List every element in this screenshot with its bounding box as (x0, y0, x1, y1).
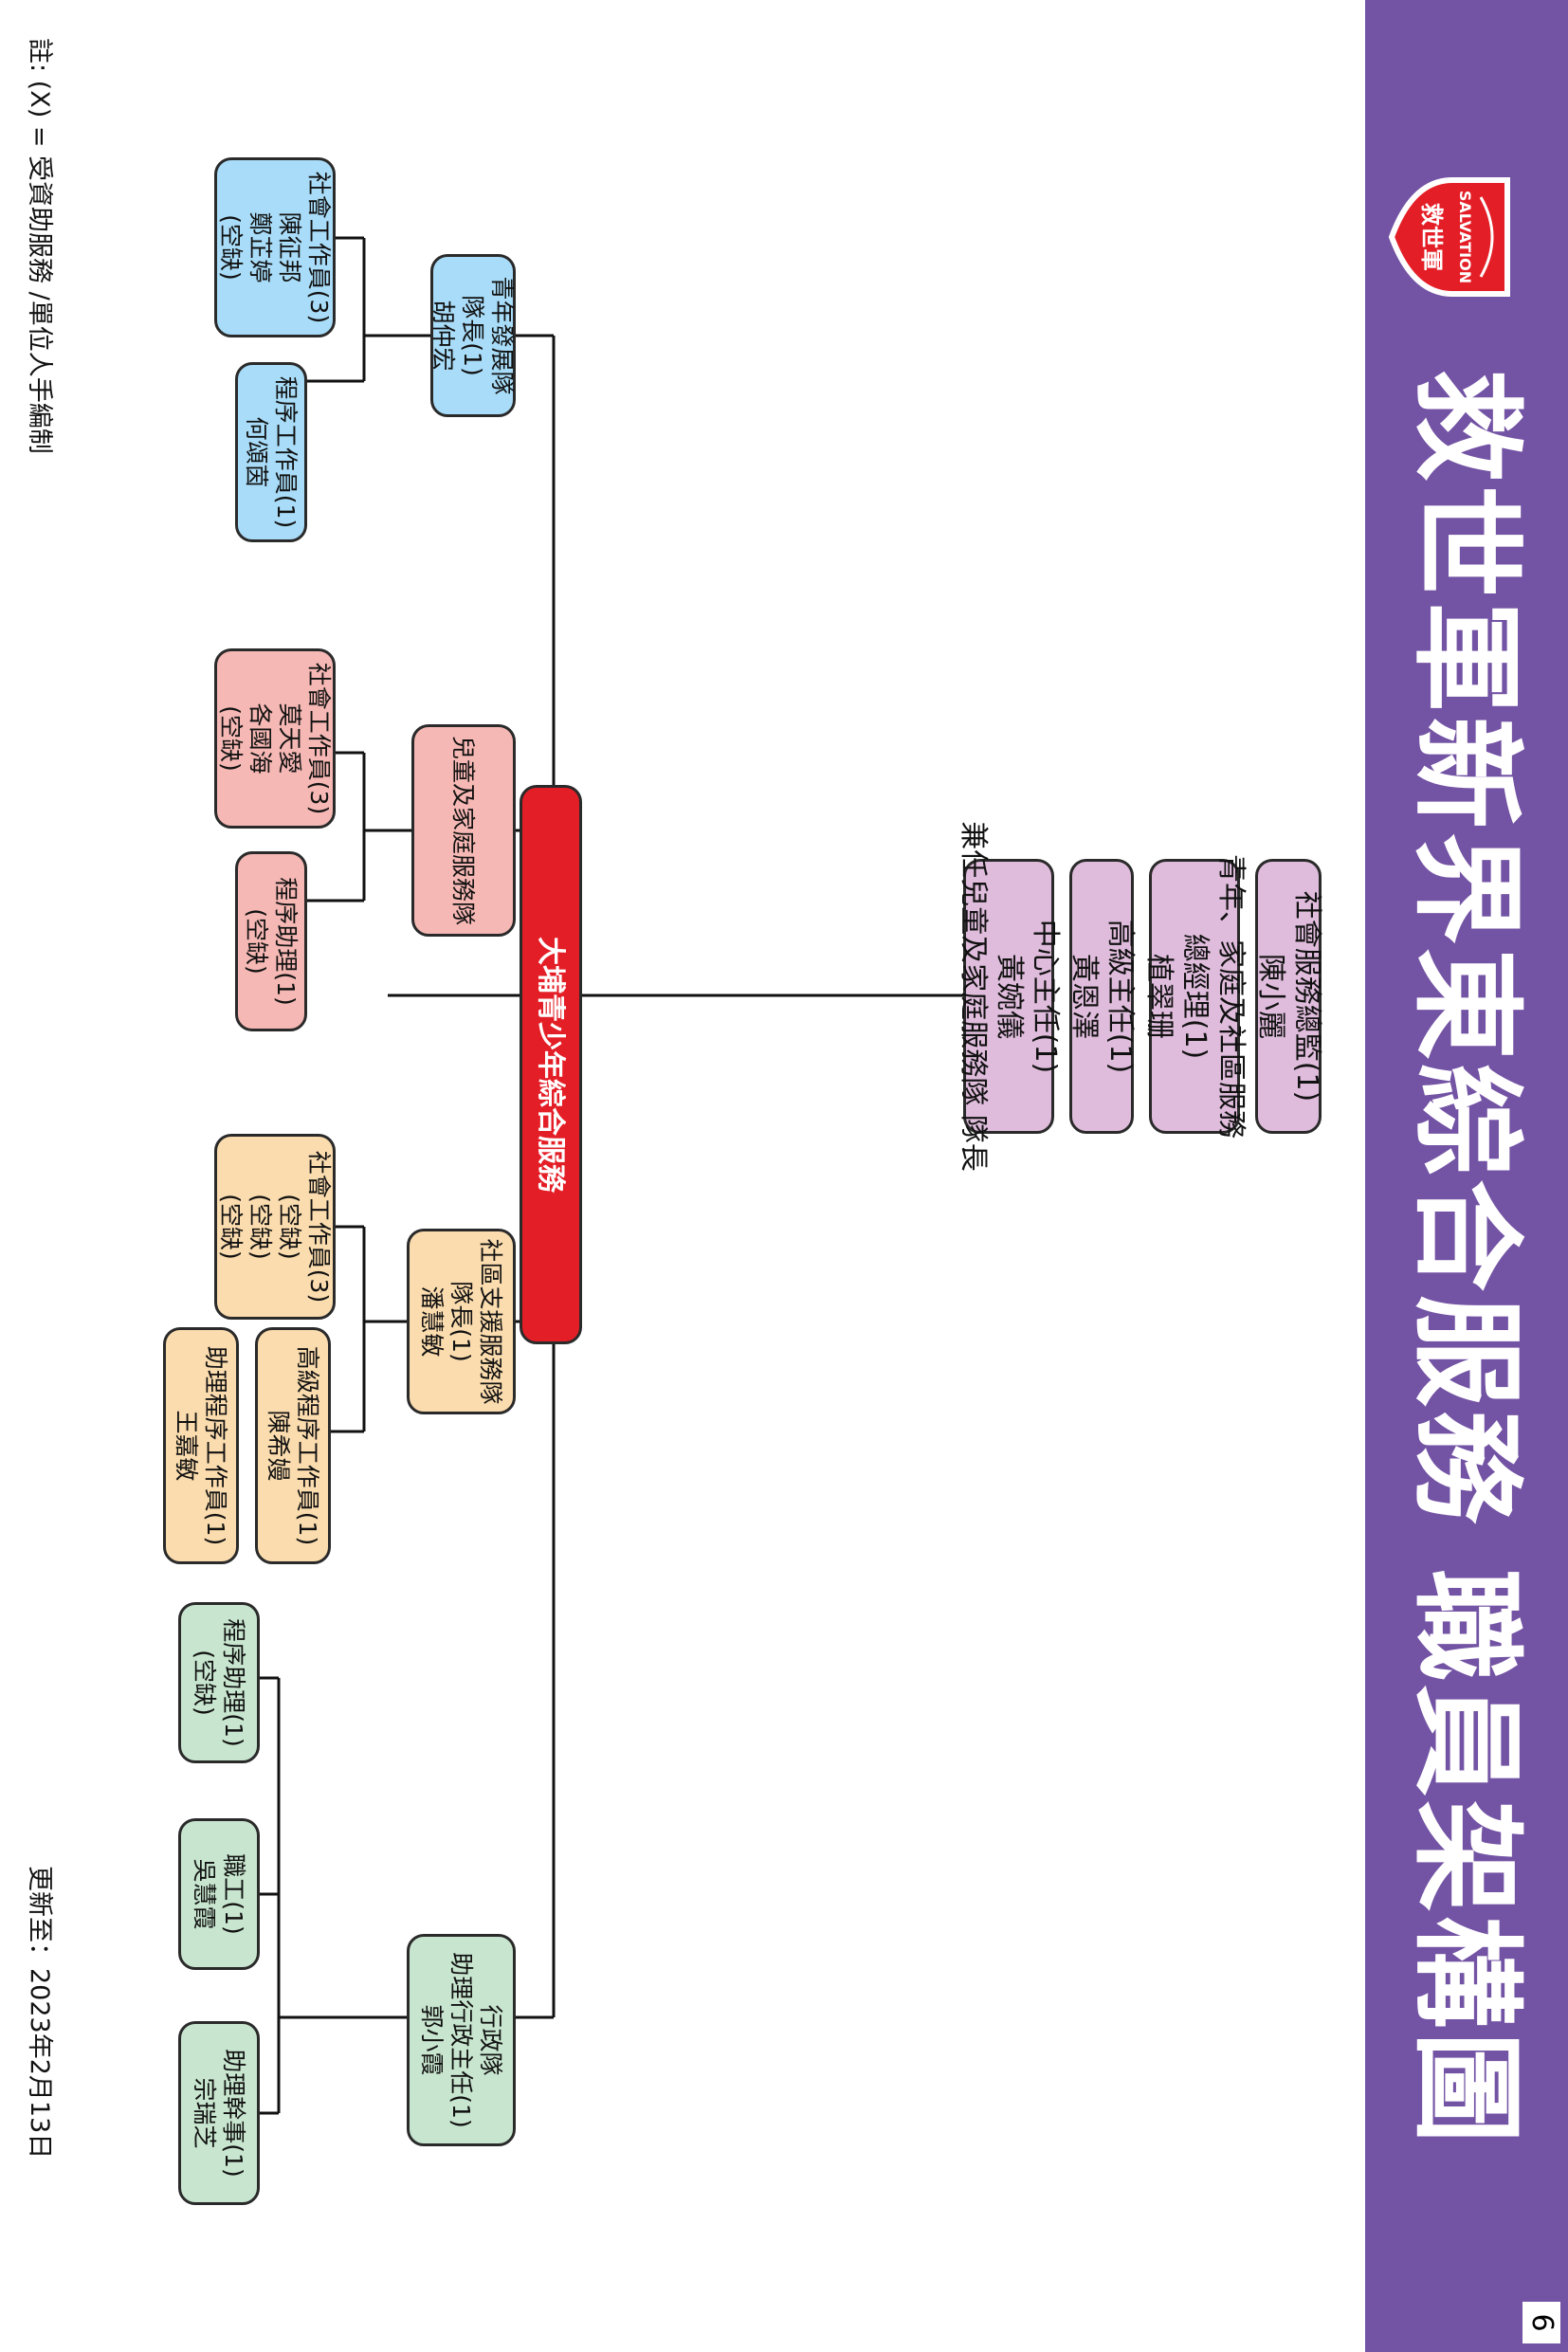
youth-pw-name: 何頌茵 (243, 416, 270, 488)
family-social-workers-box: 社會工作員(3) 莫天愛 各國海 (空缺) (214, 648, 336, 829)
family-sw-1: 莫天愛 (276, 702, 303, 775)
family-sw-3: (空缺) (217, 705, 245, 772)
community-sw-title: 社會工作員(3) (305, 1150, 333, 1304)
community-sw-1: (空缺) (276, 1194, 303, 1260)
director-name: 陳小麗 (1254, 954, 1287, 1039)
centre-name: 大埔青少年綜合服務 (534, 937, 568, 1193)
family-programme-assistant-box: 程序助理(1) (空缺) (235, 851, 307, 1031)
admin-programme-assistant-box: 程序助理(1) (空缺) (178, 1602, 260, 1763)
general-manager-box: 青年、家庭及社區服務 總經理(1) 植翠珊 (1142, 854, 1248, 1139)
centre-manager-box: 中心主任(1) 黃婉儀 兼任兒童及家庭服務隊 隊長 (957, 821, 1062, 1172)
community-team-name: 社區支援服務隊 (477, 1238, 504, 1405)
centre-manager-note: 兼任兒童及家庭服務隊 隊長 (957, 821, 990, 1172)
senior-officer-name: 黃恩澤 (1067, 954, 1101, 1039)
youth-team-role: 隊長(1) (459, 295, 487, 376)
community-assistant-programme-worker-box: 助理程序工作員(1) 王嘉敏 (163, 1327, 239, 1564)
community-apw-name: 王嘉敏 (173, 1410, 200, 1482)
community-apw-title: 助理程序工作員(1) (202, 1345, 229, 1546)
gm-title-1: 青年、家庭及社區服務 (1214, 854, 1248, 1139)
family-sw-2: 各國海 (246, 702, 274, 775)
youth-team-person: 胡仲宏 (429, 300, 458, 372)
family-pa-name: (空缺) (243, 908, 270, 975)
family-team-lead-box: 兒童及家庭服務隊 (411, 724, 516, 937)
youth-sw-1: 陳征邦 (276, 211, 303, 283)
youth-team-name: 青年發展隊 (488, 276, 517, 395)
admin-team-lead-box: 行政隊 助理行政主任(1) 郭小霞 (407, 1934, 516, 2146)
director-title: 社會服務總監(1) (1290, 890, 1323, 1103)
admin-team-name: 行政隊 (477, 2004, 504, 2076)
youth-pw-title: 程序工作員(1) (272, 375, 300, 529)
youth-sw-title: 社會工作員(3) (305, 171, 333, 324)
admin-pa-name: (空缺) (191, 1650, 218, 1716)
admin-ao-title: 助理幹事(1) (220, 2049, 247, 2178)
family-sw-title: 社會工作員(3) (305, 662, 333, 815)
centre-manager-name: 黃婉儀 (993, 954, 1026, 1039)
community-team-lead-box: 社區支援服務隊 隊長(1) 潘慧敏 (407, 1229, 516, 1414)
community-social-workers-box: 社會工作員(3) (空缺) (空缺) (空缺) (214, 1134, 336, 1320)
admin-team-role: 助理行政主任(1) (447, 1952, 475, 2128)
gm-name: 植翠珊 (1142, 954, 1176, 1039)
centre-manager-title: 中心主任(1) (1029, 919, 1062, 1074)
community-spw-title: 高級程序工作員(1) (294, 1345, 321, 1546)
admin-worker-name: 吳慧霞 (191, 1858, 218, 1930)
community-sw-3: (空缺) (217, 1194, 245, 1260)
admin-pa-title: 程序助理(1) (220, 1618, 247, 1747)
admin-worker-box: 職工(1) 吳慧霞 (178, 1818, 260, 1970)
community-spw-name: 陳希嫚 (264, 1410, 292, 1482)
svg-text:SALVATION: SALVATION (1456, 191, 1474, 283)
centre-name-box: 大埔青少年綜合服務 (520, 785, 582, 1344)
community-senior-programme-worker-box: 高級程序工作員(1) 陳希嫚 (255, 1327, 331, 1564)
salvation-army-logo: SALVATION 救世軍 (1388, 177, 1510, 297)
social-services-director-box: 社會服務總監(1) 陳小麗 (1254, 859, 1323, 1134)
updated-date: 更新至：2023年2月13日 (25, 1866, 54, 2160)
admin-ao-name: 宗瑞芝 (191, 2077, 218, 2149)
senior-officer-title: 高級主任(1) (1103, 919, 1137, 1074)
youth-programme-worker-box: 程序工作員(1) 何頌茵 (235, 362, 307, 542)
youth-sw-2: 鄭芷婷 (246, 211, 274, 283)
admin-team-person: 郭小霞 (418, 2004, 446, 2076)
footnote: 註: (X) = 受資助服務 /單位人手編制 (25, 38, 54, 454)
senior-officer-box: 高級主任(1) 黃恩澤 (1067, 859, 1137, 1134)
youth-social-workers-box: 社會工作員(3) 陳征邦 鄭芷婷 (空缺) (214, 157, 336, 337)
svg-text:救世軍: 救世軍 (1418, 203, 1445, 271)
community-sw-2: (空缺) (246, 1194, 274, 1260)
youth-team-lead-box: 青年發展隊 隊長(1) 胡仲宏 (429, 254, 517, 417)
gm-title-2: 總經理(1) (1178, 933, 1212, 1060)
family-team-name: 兒童及家庭服務隊 (449, 735, 478, 925)
community-team-role: 隊長(1) (447, 1281, 475, 1362)
family-pa-title: 程序助理(1) (272, 877, 300, 1006)
admin-worker-title: 職工(1) (220, 1853, 247, 1935)
admin-assistant-officer-box: 助理幹事(1) 宗瑞芝 (178, 2021, 260, 2205)
youth-sw-3: (空缺) (217, 214, 245, 281)
community-team-person: 潘慧敏 (418, 1285, 446, 1358)
